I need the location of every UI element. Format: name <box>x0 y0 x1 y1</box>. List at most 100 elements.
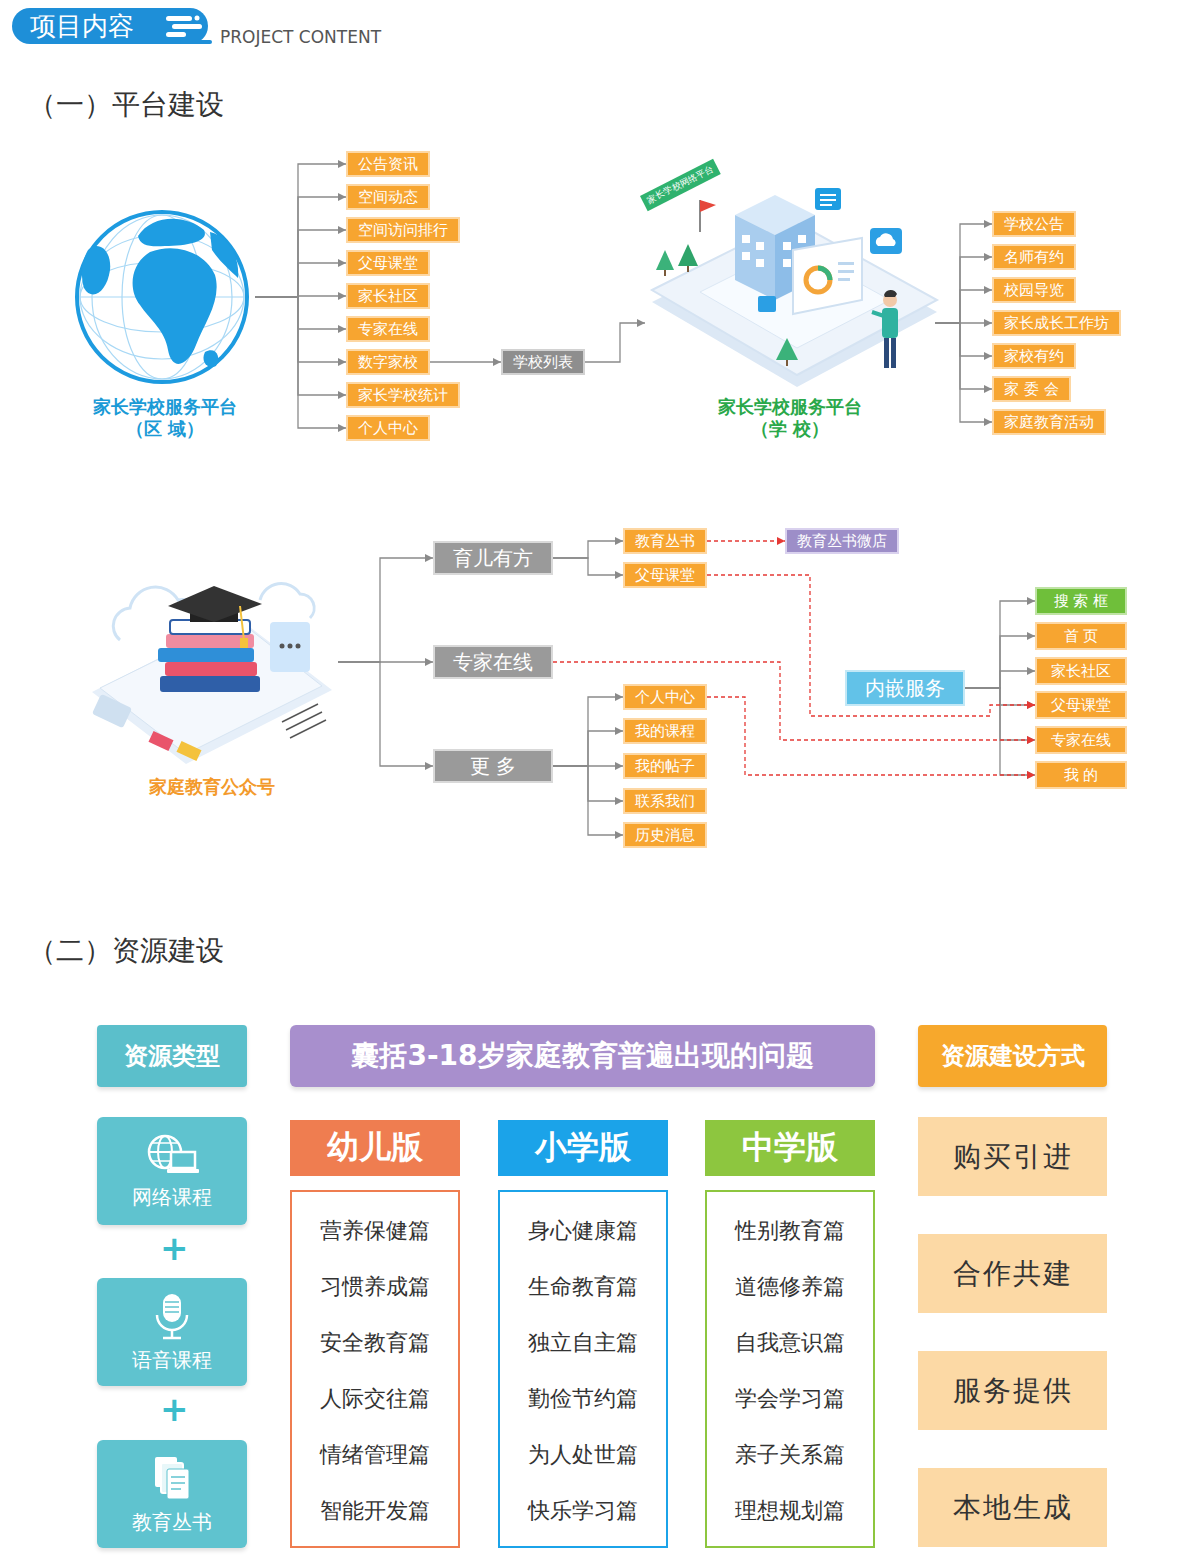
node-text: 家庭教育公众号 <box>149 776 275 798</box>
node-text: 幼儿版 <box>327 1126 423 1170</box>
node-text: 我的帖子 <box>635 756 695 776</box>
connector <box>935 323 992 389</box>
service-item: 我 的 <box>1035 761 1127 789</box>
topic-text: 身心健康篇 <box>528 1203 638 1259</box>
node-text: 个人中心 <box>358 418 418 438</box>
account-node: 家庭教育公众号 <box>85 560 338 798</box>
topic-text: 智能开发篇 <box>320 1483 430 1539</box>
platform-node: 家长学校服务平台 （学 校） <box>645 160 935 440</box>
node-text: 个人中心 <box>635 687 695 707</box>
node-text: 教育丛书 <box>635 531 695 551</box>
feature-box: 教育丛书 <box>623 528 707 554</box>
menu-box: 专家在线 <box>433 645 553 679</box>
node-text: 父母课堂 <box>358 253 418 273</box>
node-text: 数字家校 <box>358 352 418 372</box>
connector <box>935 290 992 323</box>
feature-box: 我的课程 <box>623 718 707 744</box>
topic-text: 情绪管理篇 <box>320 1427 430 1483</box>
topic-text: 生命教育篇 <box>528 1259 638 1315</box>
node-text: 空间动态 <box>358 187 418 207</box>
menu-box: 育儿有方 <box>433 541 553 575</box>
node-text: 服务提供 <box>953 1372 1073 1410</box>
node-text: 家校有约 <box>1004 346 1064 366</box>
topic-list: 身心健康篇生命教育篇独立自主篇勤俭节约篇为人处世篇快乐学习篇 <box>498 1190 668 1548</box>
connector <box>255 297 346 395</box>
feature-box: 家校有约 <box>992 343 1076 369</box>
topic-list: 营养保健篇习惯养成篇安全教育篇人际交往篇情绪管理篇智能开发篇 <box>290 1190 460 1548</box>
topic-text: 学会学习篇 <box>735 1371 845 1427</box>
topic-text: 习惯养成篇 <box>320 1259 430 1315</box>
service-box: 内嵌服务 <box>845 670 965 706</box>
connector <box>255 164 346 297</box>
node-text: 首 页 <box>1064 626 1099 646</box>
title-text: 项目内容 <box>30 8 134 44</box>
connector <box>255 297 346 329</box>
dashed-connector <box>707 540 785 541</box>
platform-node: 家长学校服务平台 （区 域） <box>75 205 255 440</box>
node-text: 家 委 会 <box>1004 379 1059 399</box>
connector <box>553 697 623 766</box>
header-box: 资源类型 <box>97 1025 247 1087</box>
node-text: 中学版 <box>742 1126 838 1170</box>
feature-box: 名师有约 <box>992 244 1076 270</box>
connector <box>338 558 433 662</box>
resource-card: 语音课程 <box>97 1278 247 1386</box>
node-text: 网络课程 <box>132 1184 212 1211</box>
node-text: 家长学校统计 <box>358 385 448 405</box>
dashed-connector <box>707 697 1035 775</box>
topic-text: 道德修养篇 <box>735 1259 845 1315</box>
node-text: 小学版 <box>535 1126 631 1170</box>
node-text: 空间访问排行 <box>358 220 448 240</box>
connector <box>935 323 992 422</box>
shop-box: 教育丛书微店 <box>785 528 899 554</box>
node-text: 家长学校服务平台 （区 域） <box>80 396 250 440</box>
node-text: 历史消息 <box>635 825 695 845</box>
node-text: 名师有约 <box>1004 247 1064 267</box>
resource-icon <box>143 1132 201 1184</box>
feature-box: 我的帖子 <box>623 753 707 779</box>
topic-text: 亲子关系篇 <box>735 1427 845 1483</box>
header-box: 囊括3-18岁家庭教育普遍出现的问题 <box>290 1025 875 1087</box>
dashed-connector <box>707 575 1035 716</box>
node-text: 语音课程 <box>132 1347 212 1374</box>
section-heading: （二）资源建设 <box>28 932 224 970</box>
node-text: 内嵌服务 <box>865 675 945 701</box>
connector <box>965 636 1035 688</box>
resource-card: 网络课程 <box>97 1117 247 1225</box>
method-box: 购买引进 <box>918 1117 1107 1196</box>
node-text: 家长社区 <box>1051 661 1111 681</box>
connector <box>255 230 346 297</box>
method-box: 服务提供 <box>918 1351 1107 1430</box>
topic-text: 快乐学习篇 <box>528 1483 638 1539</box>
node-text: 校园导览 <box>1004 280 1064 300</box>
node-text: 本地生成 <box>953 1489 1073 1527</box>
topic-text: 安全教育篇 <box>320 1315 430 1371</box>
feature-box: 学校公告 <box>992 211 1076 237</box>
feature-box: 父母课堂 <box>346 250 430 276</box>
header-box: 资源建设方式 <box>918 1025 1107 1087</box>
feature-box: 个人中心 <box>623 684 707 710</box>
node-text: 专家在线 <box>358 319 418 339</box>
node-text: 父母课堂 <box>1051 695 1111 715</box>
feature-box: 公告资讯 <box>346 151 430 177</box>
resource-icon <box>149 1291 195 1347</box>
topic-text: 自我意识篇 <box>735 1315 845 1371</box>
connector <box>965 671 1035 688</box>
connector <box>430 361 501 362</box>
menu-box: 更 多 <box>433 749 553 783</box>
node-text: 专家在线 <box>1051 730 1111 750</box>
feature-box: 数字家校 <box>346 349 430 375</box>
connector <box>553 558 623 575</box>
node-text: 联系我们 <box>635 791 695 811</box>
node-text: 家庭教育活动 <box>1004 412 1094 432</box>
feature-box: 历史消息 <box>623 822 707 848</box>
node-text: 公告资讯 <box>358 154 418 174</box>
subtitle: PROJECT CONTENT <box>220 27 381 47</box>
feature-box: 家 委 会 <box>992 376 1071 402</box>
version-header: 幼儿版 <box>290 1120 460 1176</box>
node-text: 购买引进 <box>953 1138 1073 1176</box>
feature-box: 个人中心 <box>346 415 430 441</box>
node-text: 我的课程 <box>635 721 695 741</box>
connector <box>935 323 992 356</box>
connector <box>553 766 623 835</box>
